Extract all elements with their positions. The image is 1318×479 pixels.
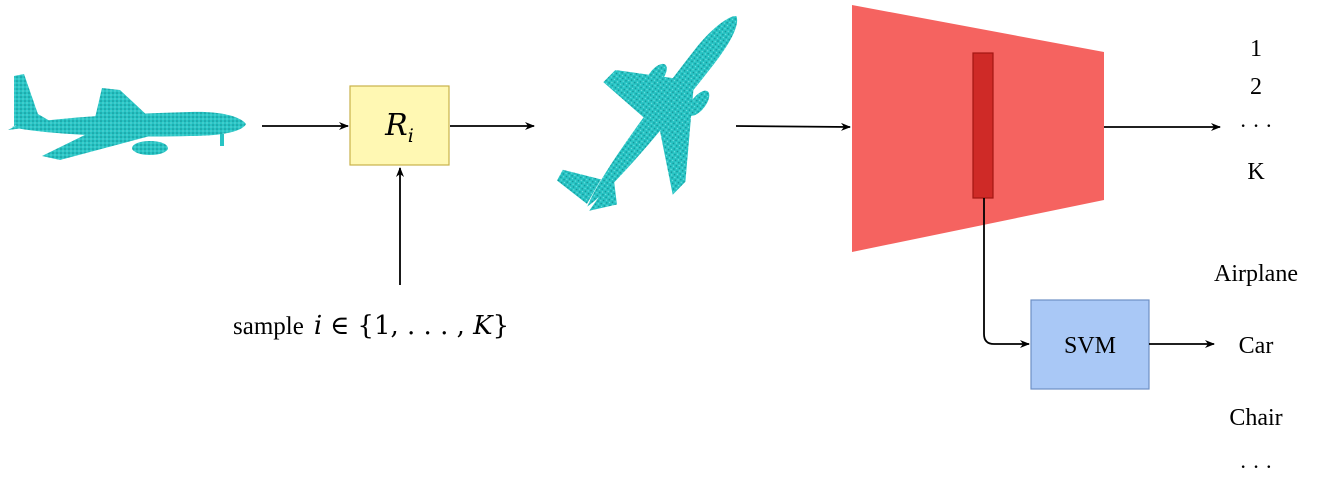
rotation-class-list: 1 2 · · · K <box>1240 36 1273 185</box>
object-class-label: Car <box>1239 333 1274 359</box>
svm-box: SVM <box>1030 299 1150 390</box>
rotation-box: Ri <box>349 85 450 166</box>
object-class-label: Airplane <box>1214 261 1298 287</box>
rotation-class-label: 2 <box>1250 74 1262 100</box>
rotation-class-label: · · · <box>1240 113 1273 138</box>
object-class-label: · · · <box>1240 454 1273 479</box>
rotated-airplane-point-cloud-icon <box>556 15 738 211</box>
rotation-class-label: K <box>1247 159 1265 185</box>
object-class-list: Airplane Car Chair · · · <box>1214 261 1298 479</box>
svm-label: SVM <box>1064 333 1116 359</box>
object-class-label: Chair <box>1229 405 1282 431</box>
arrow-cloud-to-encoder <box>735 122 851 131</box>
arrow-features-to-svm <box>983 198 1030 348</box>
feature-layer-bar <box>972 52 994 199</box>
rotation-class-label: 1 <box>1250 36 1262 62</box>
rotation-symbol: Ri <box>384 108 414 147</box>
airplane-point-cloud-icon <box>8 74 246 160</box>
